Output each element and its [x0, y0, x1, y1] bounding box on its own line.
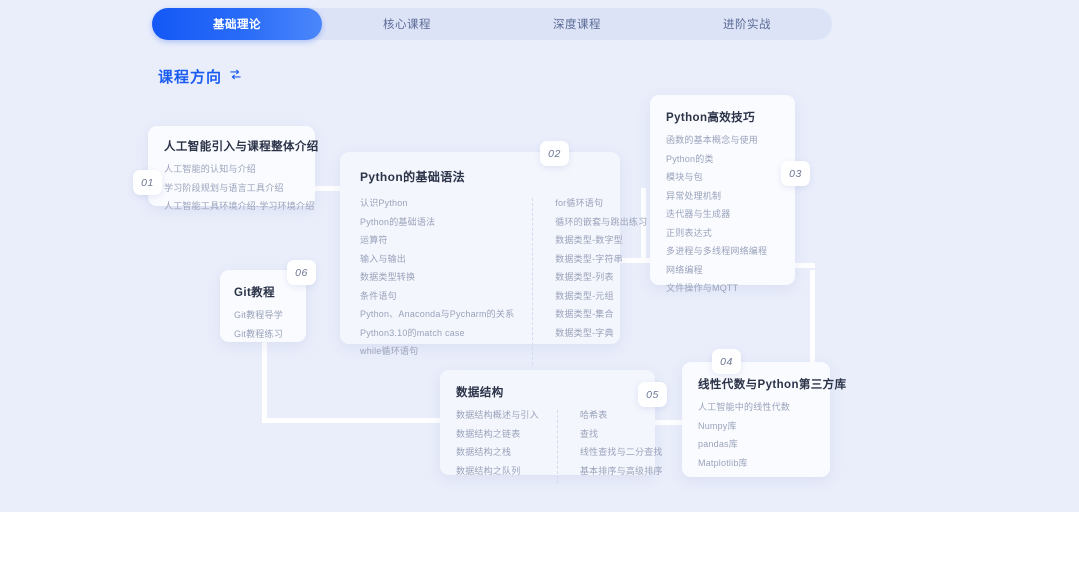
card-05-title: 数据结构: [456, 387, 504, 399]
list-item[interactable]: Matplotlib库: [698, 457, 748, 468]
connector-05-06-horizontal: [262, 418, 452, 423]
card-03-column-1: 函数的基本概念与使用 Python的类 模块与包 异常处理机制 迭代器与生成器 …: [666, 135, 767, 302]
list-item[interactable]: 迭代器与生成器: [666, 209, 731, 220]
list-item[interactable]: 线性查找与二分查找: [579, 447, 663, 458]
connector-02-03-horizontal: [610, 258, 670, 263]
list-item[interactable]: 数据类型-集合: [555, 309, 614, 320]
card-04[interactable]: 线性代数与Python第三方库 人工智能中的线性代数 Numpy库 pandas…: [682, 362, 847, 477]
stage-tabbar[interactable]: 基础理论 核心课程 深度课程 进阶实战: [152, 8, 832, 40]
connector-01-02: [310, 186, 355, 191]
list-item[interactable]: for循环语句: [555, 198, 604, 208]
list-item[interactable]: 数据结构之链表: [456, 428, 521, 439]
badge-04: 04: [712, 349, 741, 374]
list-item[interactable]: 输入与输出: [360, 253, 407, 264]
card-03-columns: 函数的基本概念与使用 Python的类 模块与包 异常处理机制 迭代器与生成器 …: [666, 135, 783, 302]
connector-03-04-horizontal: [790, 263, 815, 268]
card-02-title: Python的基础语法: [360, 170, 466, 184]
list-item[interactable]: Git教程导学: [234, 310, 283, 320]
list-item[interactable]: Numpy库: [698, 420, 737, 431]
tab-advanced-practice[interactable]: 进阶实战: [723, 19, 771, 31]
list-item[interactable]: 人工智能中的线性代数: [698, 402, 791, 412]
list-item[interactable]: 运算符: [360, 235, 388, 246]
connector-02-03-vertical: [641, 188, 646, 263]
list-item[interactable]: 异常处理机制: [666, 190, 722, 201]
tab-basic-theory[interactable]: 基础理论: [152, 8, 322, 40]
card-03[interactable]: Python高效技巧 函数的基本概念与使用 Python的类 模块与包 异常处理…: [650, 95, 795, 293]
card-05[interactable]: 数据结构 数据结构概述与引入 数据结构之链表 数据结构之栈 数据结构之队列 哈希…: [440, 370, 662, 485]
list-item[interactable]: 数据结构之栈: [456, 447, 512, 458]
card-01-column-1: 人工智能的认知与介绍 学习阶段规划与语言工具介绍 人工智能工具环境介绍-学习环境…: [164, 164, 314, 220]
card-02-column-2: for循环语句 循环的嵌套与跳出练习 数据类型-数字型 数据类型-字符串 数据类…: [532, 198, 647, 365]
list-item[interactable]: 数据类型-数字型: [555, 235, 623, 246]
card-02-column-1: 认识Python Python的基础语法 运算符 输入与输出 数据类型转换 条件…: [360, 198, 514, 365]
tab-deep-course[interactable]: 深度课程: [553, 19, 601, 31]
tab-core-course[interactable]: 核心课程: [383, 19, 431, 31]
list-item[interactable]: 网络编程: [666, 264, 703, 275]
list-item[interactable]: 数据类型-元组: [555, 290, 614, 301]
list-item[interactable]: 数据类型转换: [360, 272, 416, 283]
card-05-column-1: 数据结构概述与引入 数据结构之链表 数据结构之栈 数据结构之队列: [456, 410, 539, 484]
card-02-columns: 认识Python Python的基础语法 运算符 输入与输出 数据类型转换 条件…: [360, 198, 647, 365]
list-item[interactable]: 数据类型-字符串: [555, 253, 623, 264]
list-item[interactable]: 模块与包: [666, 172, 703, 183]
list-item[interactable]: 文件操作与MQTT: [666, 283, 739, 294]
list-item[interactable]: 数据类型-列表: [555, 272, 614, 283]
list-item[interactable]: 数据结构概述与引入: [456, 410, 539, 420]
list-item[interactable]: Python、Anaconda与Pycharm的关系: [360, 309, 515, 320]
list-item[interactable]: pandas库: [698, 439, 738, 450]
card-06[interactable]: Git教程 Git教程导学 Git教程练习: [220, 270, 306, 342]
swap-arrows-icon[interactable]: [229, 68, 242, 86]
card-02[interactable]: Python的基础语法 认识Python Python的基础语法 运算符 输入与…: [340, 152, 647, 365]
list-item[interactable]: 人工智能的认知与介绍: [164, 164, 257, 174]
list-item[interactable]: 数据类型-字典: [555, 327, 614, 338]
card-04-column-1: 人工智能中的线性代数 Numpy库 pandas库 Matplotlib库: [698, 402, 790, 476]
badge-03: 03: [781, 161, 810, 186]
list-item[interactable]: 正则表达式: [666, 227, 713, 238]
card-01-title: 人工智能引入与课程整体介绍: [164, 141, 319, 153]
card-05-columns: 数据结构概述与引入 数据结构之链表 数据结构之栈 数据结构之队列 哈希表 查找 …: [456, 410, 662, 485]
card-05-column-2: 哈希表 查找 线性查找与二分查找 基本排序与高级排序: [556, 410, 663, 485]
list-item[interactable]: Git教程练习: [234, 328, 283, 339]
card-06-column-1: Git教程导学 Git教程练习: [234, 310, 283, 347]
card-06-columns: Git教程导学 Git教程练习: [234, 310, 296, 347]
list-item[interactable]: 多进程与多线程网络编程: [666, 246, 768, 257]
connector-03-04-vertical: [810, 270, 815, 385]
list-item[interactable]: 基本排序与高级排序: [579, 465, 663, 476]
card-04-columns: 人工智能中的线性代数 Numpy库 pandas库 Matplotlib库: [698, 402, 818, 476]
section-header: 课程方向: [158, 66, 242, 87]
list-item[interactable]: 查找: [579, 428, 599, 439]
page-footer-area: [0, 512, 1079, 568]
list-item[interactable]: while循环语句: [360, 346, 419, 357]
connector-04-05: [645, 420, 700, 425]
card-04-title: 线性代数与Python第三方库: [698, 379, 847, 391]
list-item[interactable]: 函数的基本概念与使用: [666, 135, 759, 145]
badge-06: 06: [287, 260, 316, 285]
list-item[interactable]: 人工智能工具环境介绍-学习环境介绍: [164, 201, 315, 212]
list-item[interactable]: 数据结构之队列: [456, 465, 521, 476]
badge-01: 01: [133, 170, 162, 195]
list-item[interactable]: 认识Python: [360, 198, 408, 208]
badge-02: 02: [540, 141, 569, 166]
page-title: 课程方向: [158, 69, 223, 86]
card-06-title: Git教程: [234, 287, 275, 299]
card-01[interactable]: 人工智能引入与课程整体介绍 人工智能的认知与介绍 学习阶段规划与语言工具介绍 人…: [148, 126, 319, 211]
list-item[interactable]: Python的类: [666, 153, 714, 164]
list-item[interactable]: 条件语句: [360, 290, 397, 301]
list-item[interactable]: 循环的嵌套与跳出练习: [555, 216, 648, 227]
badge-05: 05: [638, 382, 667, 407]
list-item[interactable]: Python3.10的match case: [360, 327, 465, 338]
list-item[interactable]: 学习阶段规划与语言工具介绍: [164, 182, 284, 193]
connector-05-06-vertical: [262, 330, 267, 420]
list-item[interactable]: Python的基础语法: [360, 216, 436, 227]
card-03-title: Python高效技巧: [666, 112, 755, 124]
card-01-columns: 人工智能的认知与介绍 学习阶段规划与语言工具介绍 人工智能工具环境介绍-学习环境…: [164, 164, 314, 220]
list-item[interactable]: 哈希表: [579, 410, 608, 420]
